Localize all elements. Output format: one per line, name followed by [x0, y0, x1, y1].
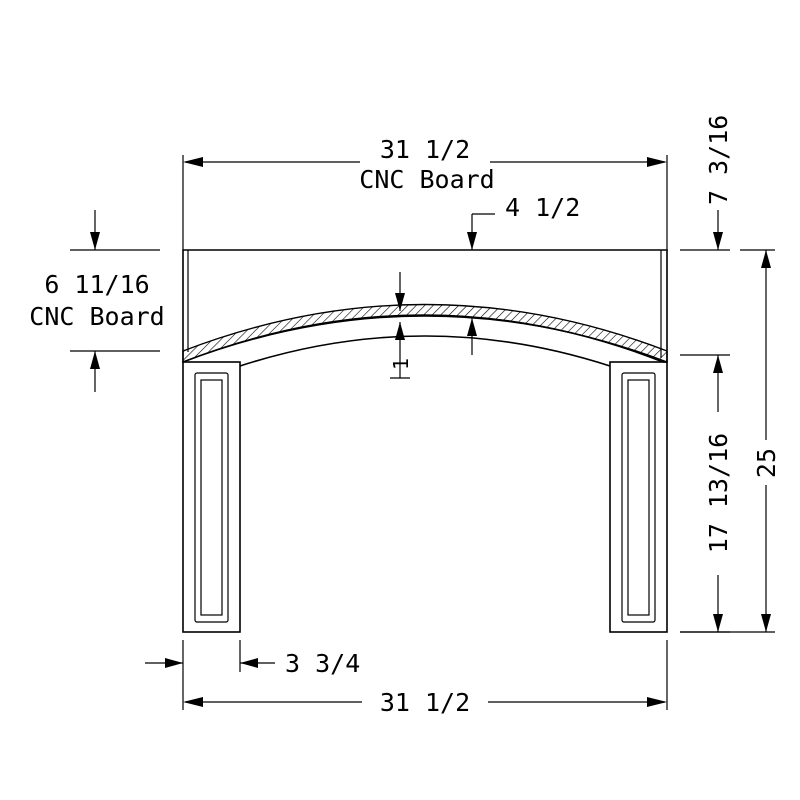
- right-leg-height-dimension: 17 13/16: [680, 354, 733, 633]
- left-leg: [182, 361, 241, 633]
- leg-width-label: 3 3/4: [285, 649, 360, 678]
- left-height-note: CNC Board: [29, 302, 164, 331]
- right-leg: [609, 361, 668, 633]
- arch-rise-dimension: 4 1/2: [467, 193, 580, 355]
- arch-curve: [239, 335, 611, 367]
- leg-width-dimension: 3 3/4: [145, 640, 360, 690]
- overall-height-dimension: 25: [680, 249, 781, 633]
- arch-rise-label: 4 1/2: [505, 193, 580, 222]
- top-width-label: 31 1/2: [380, 135, 470, 164]
- left-height-dimension: 6 11/16 CNC Board: [29, 210, 165, 392]
- header-board: [182, 249, 668, 367]
- right-leg-height-label: 17 13/16: [704, 433, 733, 553]
- arch-thickness-dimension: 1: [389, 272, 413, 379]
- right-top-height-dimension: 7 3/16: [680, 115, 733, 251]
- arch-thickness-label: 1: [389, 358, 413, 370]
- arch-strip: [182, 303, 668, 364]
- top-width-note: CNC Board: [359, 165, 494, 194]
- top-width-dimension: 31 1/2 CNC Board: [182, 135, 668, 250]
- bottom-width-label: 31 1/2: [380, 688, 470, 717]
- right-top-height-label: 7 3/16: [704, 115, 733, 205]
- overall-height-label: 25: [752, 448, 781, 478]
- left-height-label: 6 11/16: [44, 270, 149, 299]
- bottom-width-dimension: 31 1/2: [182, 640, 668, 717]
